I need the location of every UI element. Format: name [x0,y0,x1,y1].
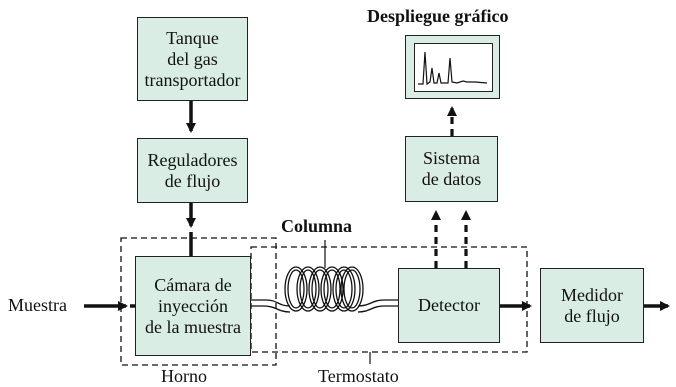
sample-label: Muestra [8,295,67,315]
flow-meter-box: Medidor de flujo [540,268,644,343]
display-title: Despliegue gráfico [367,6,509,26]
column-tube-left [250,299,291,307]
column-tube-right-inner [357,305,398,313]
chromatogram-trace-icon [418,51,488,86]
flow-meter-label: Medidor de flujo [561,284,623,326]
oven-label: Horno [161,366,207,386]
detector-box: Detector [398,268,500,343]
column-label: Columna [281,216,353,236]
injection-chamber-label: Cámara de inyección de la muestra [145,274,241,337]
thermostat-label: Termostato [318,366,399,386]
data-system-label: Sistema de datos [421,148,482,189]
data-system-box: Sistema de datos [405,136,498,202]
detector-label: Detector [418,295,480,315]
column-tube-right [357,299,398,307]
column-tube-left-inner [250,305,291,313]
gas-tank-label: Tanque del gas transportador [144,27,241,90]
flow-regulators-label: Reguladores de flujo [147,149,238,191]
display-screen [414,43,493,92]
gas-tank-box: Tanque del gas transportador [137,17,248,101]
injection-chamber-box: Cámara de inyección de la muestra [135,256,251,356]
graphic-display-monitor [405,35,500,99]
column-coil [284,266,364,312]
flow-regulators-box: Reguladores de flujo [137,138,248,203]
